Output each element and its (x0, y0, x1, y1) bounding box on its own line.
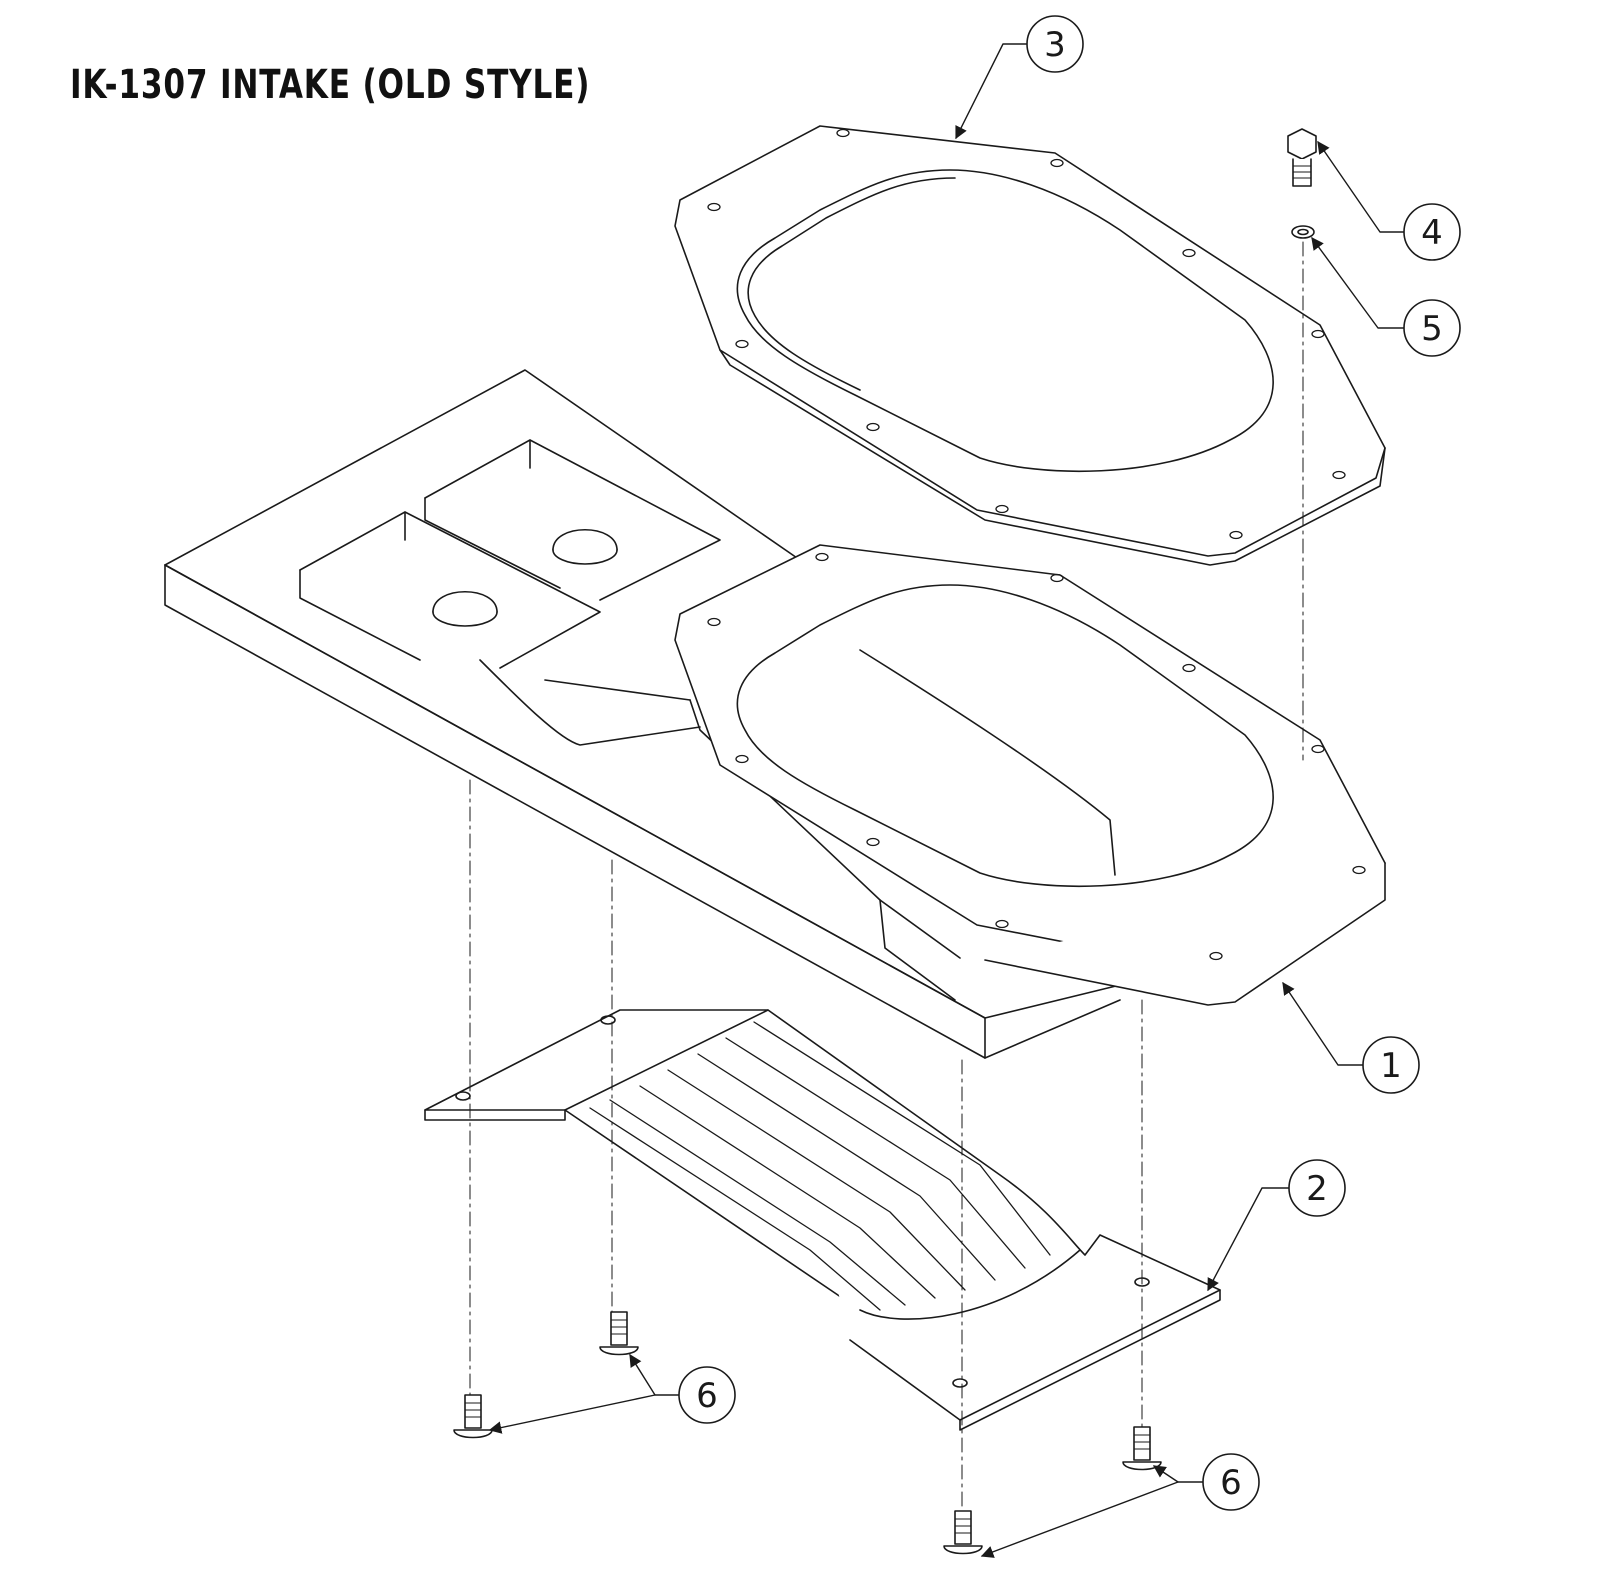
svg-text:5: 5 (1421, 309, 1443, 349)
callout-1: 1 (1362, 1036, 1420, 1094)
callout-5: 5 (1403, 299, 1461, 357)
part-5-lock-washer (1291, 225, 1315, 239)
part-1-intake-body (164, 369, 1386, 1059)
assembly-center-lines (469, 241, 1304, 1512)
part-3-top-flange-plate (674, 125, 1386, 566)
part-6-screw-d (943, 1510, 983, 1555)
part-4-hex-bolt (1287, 128, 1317, 187)
svg-text:6: 6 (1220, 1463, 1242, 1503)
part-6-screw-a (599, 1311, 639, 1356)
callout-6b: 6 (1202, 1453, 1260, 1511)
part-2-intake-grate (424, 1009, 1221, 1431)
svg-text:1: 1 (1380, 1046, 1402, 1086)
part-6-screw-c (1122, 1426, 1162, 1471)
svg-text:6: 6 (696, 1376, 718, 1416)
callout-2: 2 (1288, 1159, 1346, 1217)
callout-4: 4 (1403, 203, 1461, 261)
svg-text:4: 4 (1421, 213, 1443, 253)
callout-leaders (488, 43, 1406, 1558)
callout-3: 3 (1026, 15, 1084, 73)
callout-6a: 6 (678, 1366, 736, 1424)
svg-text:2: 2 (1306, 1169, 1328, 1209)
svg-text:3: 3 (1044, 25, 1066, 65)
diagram-title: IK-1307 INTAKE (OLD STYLE) (70, 62, 591, 108)
part-6-screw-b (453, 1394, 493, 1439)
